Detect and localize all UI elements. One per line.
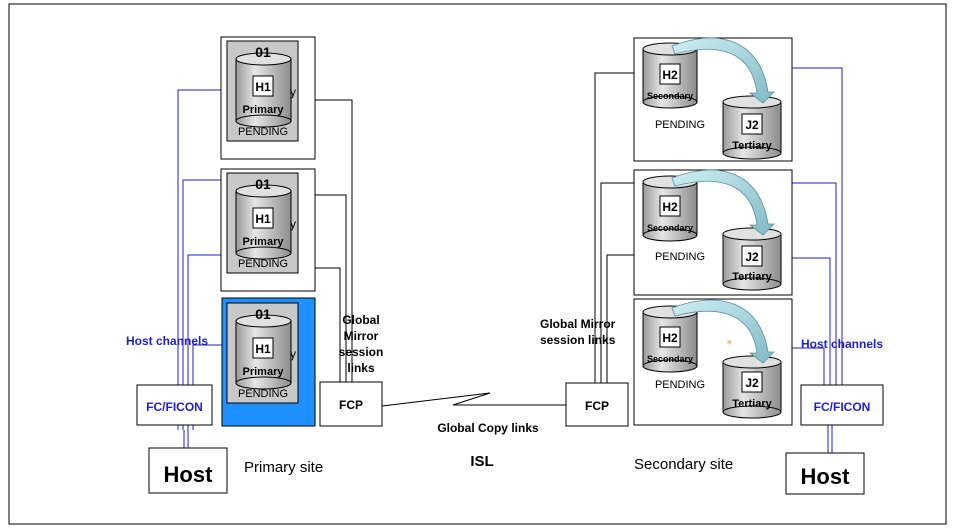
secondary-session-link-lines <box>594 72 634 383</box>
primary-session-link-lines <box>315 99 353 382</box>
secondary-session-links-label-line: Global Mirror <box>540 317 616 331</box>
secondary-volume-state: PENDING <box>655 119 705 131</box>
secondary-volume-1: H2 Secondary PENDING J2 Tertiary <box>642 37 782 160</box>
partial-glyph: y <box>290 217 296 231</box>
primary-fcp-box <box>319 381 383 427</box>
secondary-target-role: Tertiary <box>732 398 772 410</box>
copy-arrow <box>671 169 775 236</box>
primary-host-box <box>148 447 228 494</box>
primary-volume-role: Primary <box>243 236 285 248</box>
primary-site-label: Primary site <box>244 459 323 476</box>
copy-arrow <box>671 299 775 364</box>
primary-session-links-label: Global Mirror session links <box>339 313 384 375</box>
secondary-host-box <box>785 452 865 495</box>
primary-volume-label: H1 <box>255 212 271 226</box>
secondary-volume-label: H2 <box>662 68 678 82</box>
primary-volume-state: PENDING <box>238 388 288 400</box>
isl-link-line <box>381 392 566 407</box>
primary-fcp-label: FCP <box>339 398 363 412</box>
primary-host-label: Host <box>164 462 214 487</box>
secondary-session-links-label-line: session links <box>540 333 616 347</box>
primary-session-links-label-line: session <box>339 345 384 359</box>
primary-volume-label: H1 <box>255 342 271 356</box>
isl-label: ISL <box>470 453 493 470</box>
secondary-fc-ficon-box <box>800 384 884 426</box>
secondary-volume-role: Secondary <box>647 91 693 101</box>
secondary-target-label: J2 <box>745 376 759 390</box>
primary-session-links-label-line: Mirror <box>344 329 379 343</box>
primary-fc-ficon-box <box>136 384 213 426</box>
secondary-volume-label: H2 <box>662 200 678 214</box>
primary-volume-state: PENDING <box>238 258 288 270</box>
primary-session-links-label-line: links <box>347 361 375 375</box>
primary-volume-number: 01 <box>255 306 271 322</box>
secondary-host-channel-lines <box>792 67 843 453</box>
primary-volume-1: 01 H1 Primary y PENDING <box>226 40 299 142</box>
secondary-target-label: J2 <box>745 118 759 132</box>
secondary-host-label: Host <box>801 464 851 489</box>
secondary-target-label: J2 <box>745 250 759 264</box>
primary-volume-state: PENDING <box>238 126 288 138</box>
primary-volume-label: H1 <box>255 80 271 94</box>
partial-glyph: y <box>290 85 296 99</box>
secondary-volume-2: H2 Secondary PENDING J2 Tertiary <box>642 169 782 291</box>
secondary-target-role: Tertiary <box>732 271 772 283</box>
primary-volume-2: 01 H1 Primary y PENDING <box>226 172 299 274</box>
secondary-host-channels-label: Host channels <box>801 337 883 351</box>
global-copy-links-label: Global Copy links <box>437 421 539 435</box>
secondary-target-role: Tertiary <box>732 140 772 152</box>
primary-volume-number: 01 <box>255 176 271 192</box>
partial-glyph: y <box>290 347 296 361</box>
secondary-volume-3: H2 Secondary PENDING J2 Tertiary ✳ <box>642 299 782 419</box>
secondary-volume-state: PENDING <box>655 251 705 263</box>
secondary-site-label: Secondary site <box>634 456 733 473</box>
outer-frame <box>8 3 947 525</box>
primary-volume-role: Primary <box>243 104 285 116</box>
sparkle-icon: ✳ <box>726 338 733 347</box>
primary-session-links-label-line: Global <box>342 313 379 327</box>
secondary-volume-state: PENDING <box>655 379 705 391</box>
copy-arrow <box>671 37 775 104</box>
secondary-fcp-box <box>565 382 629 427</box>
secondary-volume-role: Secondary <box>647 223 693 233</box>
primary-fc-ficon-label: FC/FICON <box>146 400 203 414</box>
secondary-fc-ficon-label: FC/FICON <box>814 400 871 414</box>
primary-volume-number: 01 <box>255 44 271 60</box>
primary-volume-3: 01 H1 Primary y PENDING <box>226 302 299 404</box>
primary-volume-role: Primary <box>243 366 285 378</box>
secondary-volume-role: Secondary <box>647 354 693 364</box>
primary-host-channels-label: Host channels <box>126 334 208 348</box>
secondary-fcp-label: FCP <box>585 399 609 413</box>
secondary-volume-label: H2 <box>662 331 678 345</box>
